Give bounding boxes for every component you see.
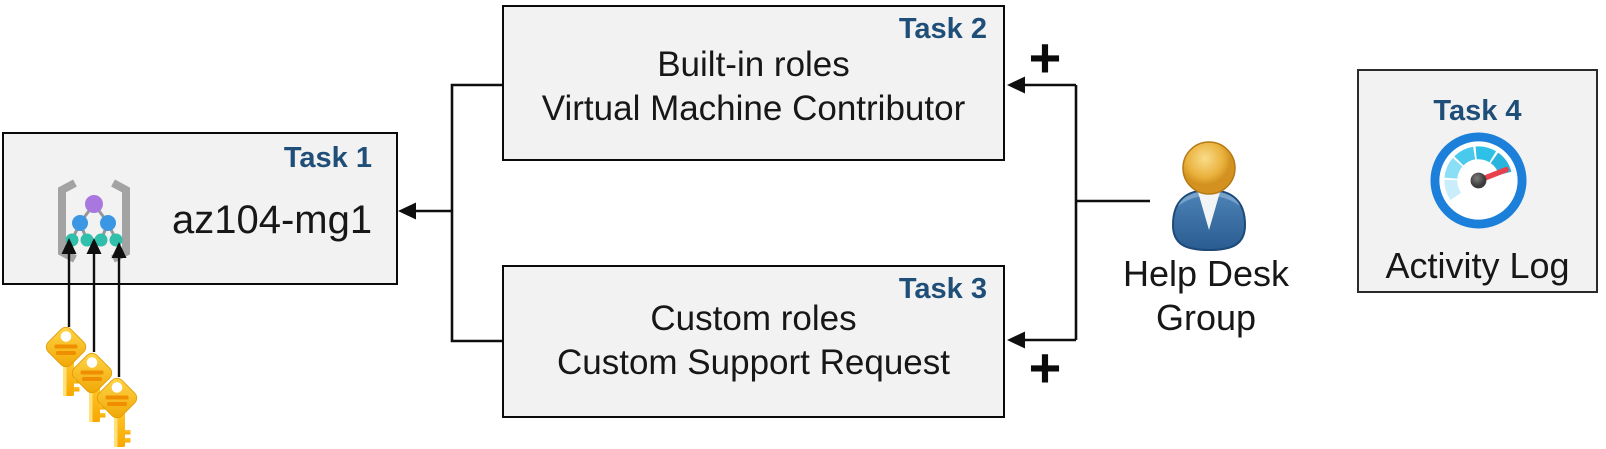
key-icon-1 [45,326,87,396]
task1-box: Task 1 az104-mg1 [2,132,398,285]
management-group-icon [58,179,130,263]
key-icon-3 [96,377,138,447]
task2-text: Built-in roles Virtual Machine Contribut… [504,43,1003,131]
task2-line1: Built-in roles [657,45,850,84]
key-icon-2 [71,352,113,422]
task3-line1: Custom roles [650,299,857,338]
left-bracket-connector [414,83,502,343]
help-desk-line1: Help Desk [1122,253,1290,294]
task4-label: Task 4 [1433,95,1522,127]
person-icon [1171,141,1247,252]
task4-title: Activity Log [1385,245,1570,286]
person-head [1182,141,1236,195]
arrowhead-to-task1 [398,202,416,220]
leaf-node [80,233,94,247]
task3-box: Task 3 Custom roles Custom Support Reque… [502,265,1005,418]
plus-sign-task3: + [1028,336,1062,399]
leaf-node [94,233,108,247]
plus-sign-task2: + [1028,26,1062,89]
task3-label: Task 3 [898,273,987,305]
task2-box: Task 2 Built-in roles Virtual Machine Co… [502,5,1005,161]
child-node [72,215,88,231]
gauge-hub [1470,172,1487,189]
task3-line2: Custom Support Request [557,343,950,382]
child-node [100,215,116,231]
task3-text: Custom roles Custom Support Request [504,297,1003,385]
task4-box: Task 4 Activity Log [1357,69,1598,293]
activity-log-gauge-icon [1430,132,1527,229]
root-node [85,195,103,213]
leaf-node [65,233,79,247]
leaf-node [109,233,123,247]
task2-line2: Virtual Machine Contributor [541,89,966,128]
person-collar [1198,192,1220,230]
help-desk-group-label: Help Desk Group [1104,252,1308,340]
task2-label: Task 2 [898,13,987,45]
keys-icon [45,326,138,447]
task1-label: Task 1 [283,142,372,174]
person-shoulders-highlight [1178,191,1240,206]
task1-title: az104-mg1 [172,198,373,242]
help-desk-line2: Group [1155,297,1257,338]
